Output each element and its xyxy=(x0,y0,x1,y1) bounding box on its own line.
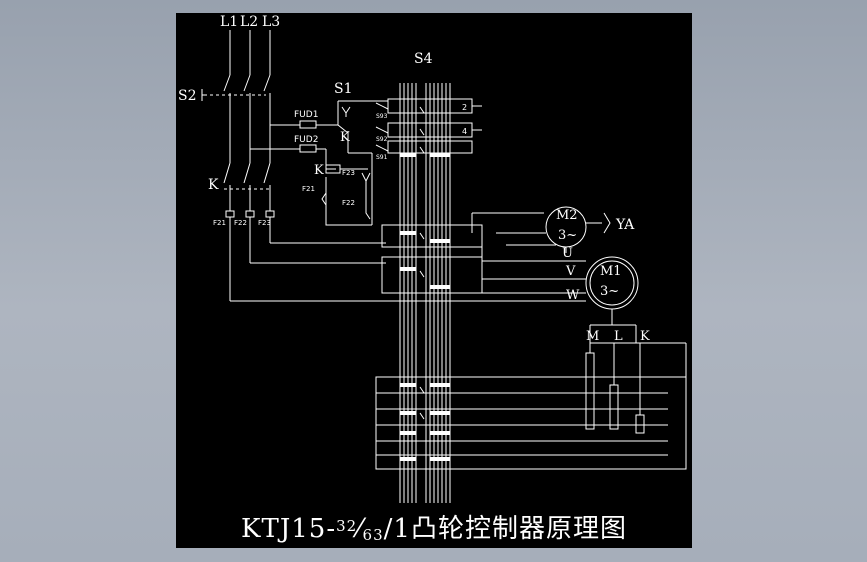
label-f23: F23 xyxy=(258,219,271,227)
label-m2: M2 xyxy=(556,208,578,223)
label-f22: F22 xyxy=(234,219,247,227)
label-term-2: 2 xyxy=(462,103,467,112)
switch-s2 xyxy=(201,74,271,163)
switch-s1 xyxy=(337,100,388,153)
title-slash: ⁄ xyxy=(357,514,363,544)
label-s2: S2 xyxy=(178,88,197,104)
label-ya: YA xyxy=(615,217,635,233)
label-f21: F21 xyxy=(213,219,226,227)
label-m: M xyxy=(586,329,599,344)
label-l3: L3 xyxy=(262,14,280,30)
label-s1: S1 xyxy=(334,81,353,97)
label-f23-right: F23 xyxy=(342,169,355,177)
label-l2: L2 xyxy=(240,14,258,30)
label-k-coil: K xyxy=(314,163,324,178)
label-fud1: FUD1 xyxy=(294,110,318,120)
label-k-right: K xyxy=(640,329,650,344)
label-m1: M1 xyxy=(600,264,622,279)
drawing-title: KTJ15-32⁄63/1凸轮控制器原理图 xyxy=(176,508,692,545)
label-l1: L1 xyxy=(220,14,238,30)
title-suffix: /1凸轮控制器原理图 xyxy=(383,514,627,544)
title-sub: 63 xyxy=(362,526,384,544)
motor-m2 xyxy=(496,206,611,253)
supply-lines xyxy=(229,30,271,75)
fuse-branch xyxy=(250,120,338,170)
drum-motor-wiring xyxy=(471,212,586,294)
label-s4: S4 xyxy=(414,51,433,67)
label-l: L xyxy=(614,329,623,344)
schematic-svg: L1 L2 L3 S2 FUD1 FUD2 S1 K xyxy=(178,14,687,503)
cam-drum xyxy=(375,83,687,503)
label-fud2: FUD2 xyxy=(294,135,318,145)
resistor-bank xyxy=(585,342,687,469)
label-m2-type: 3~ xyxy=(558,228,577,243)
motor-m1 xyxy=(585,256,639,343)
title-prefix: KTJ15- xyxy=(241,514,337,544)
title-sup: 32 xyxy=(336,517,358,535)
label-k-main: K xyxy=(208,177,219,193)
label-w: W xyxy=(566,288,580,303)
coil-k xyxy=(321,152,373,226)
label-s92: S92 xyxy=(376,136,388,143)
drawing-canvas: L1 L2 L3 S2 FUD1 FUD2 S1 K xyxy=(176,13,692,548)
label-f22-right: F22 xyxy=(342,199,355,207)
label-v: V xyxy=(565,264,576,279)
contactor-k xyxy=(223,162,275,218)
label-m1-type: 3~ xyxy=(600,284,619,299)
label-k-contact: K xyxy=(340,130,350,145)
label-s91: S91 xyxy=(376,154,388,161)
label-u: U xyxy=(562,246,573,261)
label-f21-left: F21 xyxy=(302,185,315,193)
label-s93: S93 xyxy=(376,113,388,120)
label-term-4: 4 xyxy=(462,127,467,136)
